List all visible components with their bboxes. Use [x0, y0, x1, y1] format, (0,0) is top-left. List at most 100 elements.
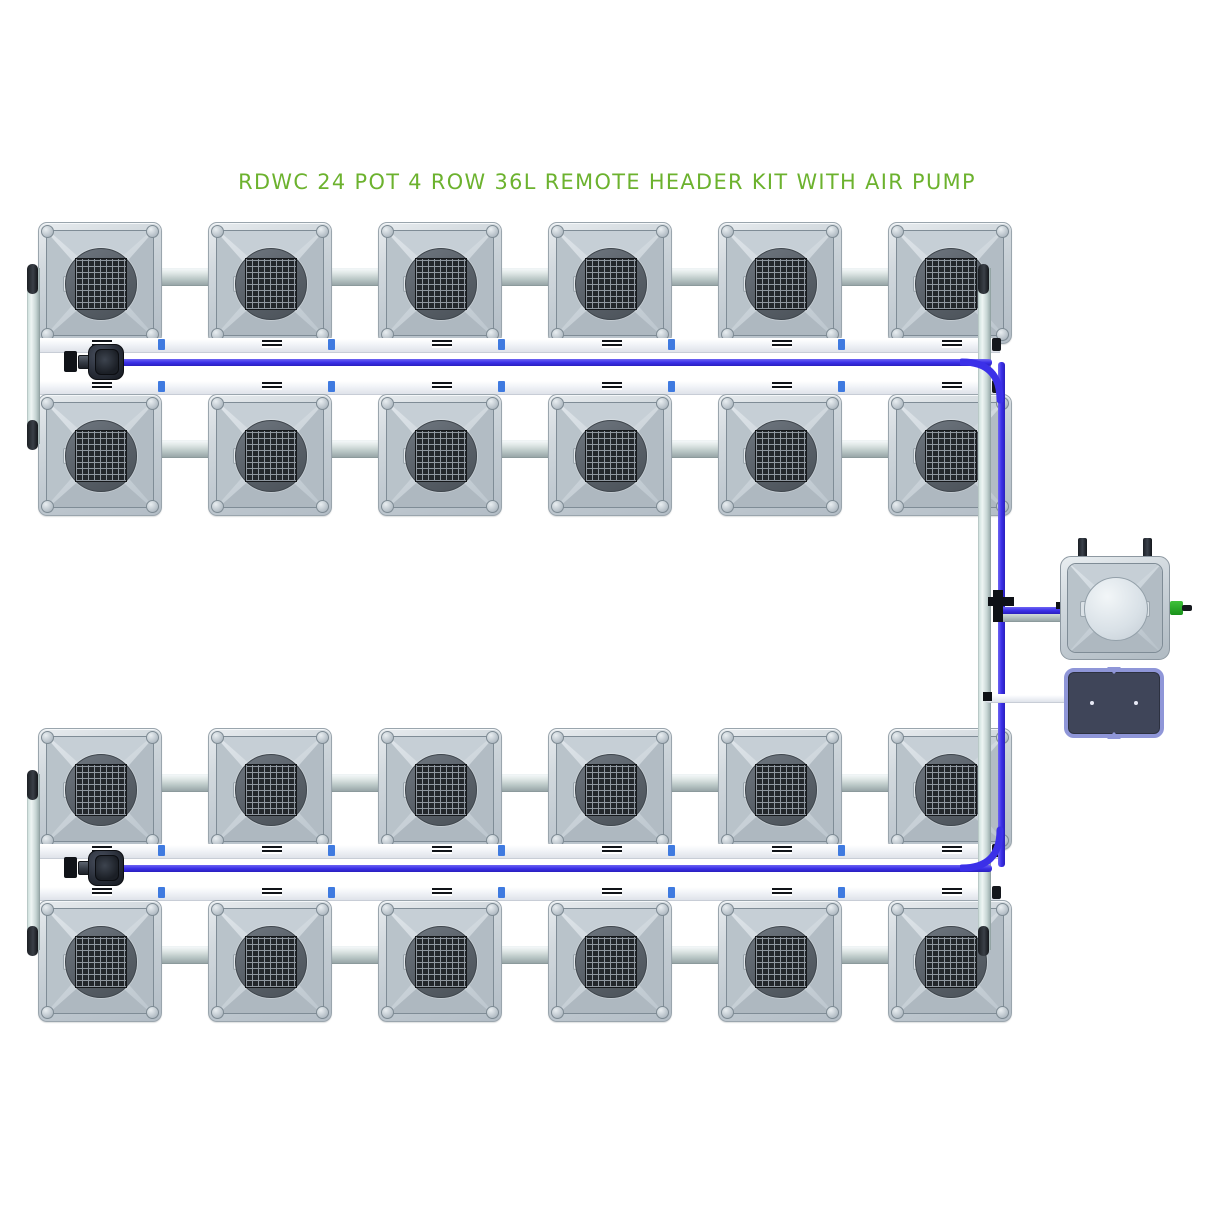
- manifold-rail: [38, 886, 1000, 901]
- connector-pipe: [658, 946, 732, 964]
- pot-corner-bolt: [826, 903, 839, 916]
- pot[interactable]: [208, 222, 332, 344]
- pot-corner-bolt: [146, 903, 159, 916]
- rail-connector-tab: [498, 887, 505, 898]
- pot[interactable]: [378, 394, 502, 516]
- rail-connector-tab: [158, 339, 165, 350]
- pipe-end-cap: [978, 264, 989, 294]
- air-pump-outlet: [1134, 701, 1138, 705]
- green-outlet-stub: [1182, 605, 1192, 611]
- connector-pipe: [318, 268, 392, 286]
- rail-marker: [772, 382, 792, 390]
- pot-corner-bolt: [41, 1006, 54, 1019]
- pipe-end-cap: [27, 770, 38, 800]
- pot[interactable]: [548, 394, 672, 516]
- pot[interactable]: [548, 728, 672, 850]
- pot-lid: [46, 230, 154, 336]
- rail-connector-tab: [668, 845, 675, 856]
- pot[interactable]: [718, 222, 842, 344]
- pot-corner-bolt: [381, 225, 394, 238]
- mesh-basket: [925, 430, 977, 482]
- pot-lid: [726, 736, 834, 842]
- pot[interactable]: [378, 900, 502, 1022]
- pot-lid: [726, 230, 834, 336]
- connector-pipe: [658, 440, 732, 458]
- pot[interactable]: [378, 222, 502, 344]
- pot-lid: [46, 908, 154, 1014]
- t-junction: [1056, 602, 1063, 609]
- circulation-pump[interactable]: [64, 344, 124, 380]
- rail-connector-tab: [838, 887, 845, 898]
- pot[interactable]: [548, 222, 672, 344]
- vertical-return-pipe: [978, 360, 991, 880]
- pot[interactable]: [718, 900, 842, 1022]
- mesh-basket: [245, 258, 297, 310]
- connector-pipe: [828, 440, 902, 458]
- rail-marker: [772, 888, 792, 896]
- circulation-pump[interactable]: [64, 850, 124, 886]
- pot-corner-bolt: [211, 500, 224, 513]
- rail-marker: [432, 846, 452, 854]
- page-title: RDWC 24 POT 4 ROW 36L REMOTE HEADER KIT …: [238, 170, 976, 195]
- pot[interactable]: [208, 394, 332, 516]
- mesh-basket: [245, 430, 297, 482]
- pot[interactable]: [548, 900, 672, 1022]
- pipe-end-cap: [27, 926, 38, 956]
- pot-corner-bolt: [316, 397, 329, 410]
- mesh-basket: [755, 764, 807, 816]
- pot-corner-bolt: [146, 225, 159, 238]
- air-pump-notch-top: [1107, 667, 1121, 674]
- pot[interactable]: [888, 900, 1012, 1022]
- pot[interactable]: [38, 394, 162, 516]
- pot-corner-bolt: [316, 731, 329, 744]
- pot-corner-bolt: [211, 903, 224, 916]
- mesh-basket: [415, 430, 467, 482]
- pot-corner-bolt: [486, 903, 499, 916]
- air-pump-outlet: [1090, 701, 1094, 705]
- connector-pipe: [828, 946, 902, 964]
- pot[interactable]: [888, 222, 1012, 344]
- pot[interactable]: [38, 222, 162, 344]
- pot-corner-bolt: [146, 731, 159, 744]
- remote-header-reservoir[interactable]: [1060, 538, 1192, 660]
- t-junction: [993, 590, 1003, 622]
- mesh-basket: [925, 764, 977, 816]
- manifold-rail: [38, 844, 1000, 859]
- blue-feed-tube: [118, 359, 992, 366]
- rail-connector-tab: [158, 845, 165, 856]
- pot[interactable]: [718, 394, 842, 516]
- pot-corner-bolt: [486, 1006, 499, 1019]
- rail-connector-tab: [328, 381, 335, 392]
- rail-marker: [92, 888, 112, 896]
- connector-pipe: [488, 946, 562, 964]
- pot-corner-bolt: [996, 225, 1009, 238]
- pipe-end-cap: [978, 926, 989, 956]
- pot[interactable]: [378, 728, 502, 850]
- pot-lid: [216, 908, 324, 1014]
- rail-marker: [942, 382, 962, 390]
- pot[interactable]: [888, 394, 1012, 516]
- pot-corner-bolt: [381, 397, 394, 410]
- pot[interactable]: [718, 728, 842, 850]
- mesh-basket: [245, 936, 297, 988]
- pot[interactable]: [38, 900, 162, 1022]
- pot-corner-bolt: [891, 903, 904, 916]
- pot-corner-bolt: [826, 731, 839, 744]
- rail-connector-tab: [328, 339, 335, 350]
- pot-corner-bolt: [826, 500, 839, 513]
- pot[interactable]: [208, 728, 332, 850]
- pot-lid: [556, 230, 664, 336]
- pot[interactable]: [38, 728, 162, 850]
- pot-lid: [556, 908, 664, 1014]
- manifold-rail: [38, 338, 1000, 353]
- air-port: [1078, 538, 1087, 558]
- connector-pipe: [488, 774, 562, 792]
- pot-corner-bolt: [146, 397, 159, 410]
- blue-feed-tube: [998, 605, 1005, 867]
- pot[interactable]: [208, 900, 332, 1022]
- rail-connector-tab: [668, 887, 675, 898]
- connector-pipe: [148, 774, 222, 792]
- air-pump[interactable]: [1064, 667, 1164, 739]
- pipe-end-cap: [27, 264, 38, 294]
